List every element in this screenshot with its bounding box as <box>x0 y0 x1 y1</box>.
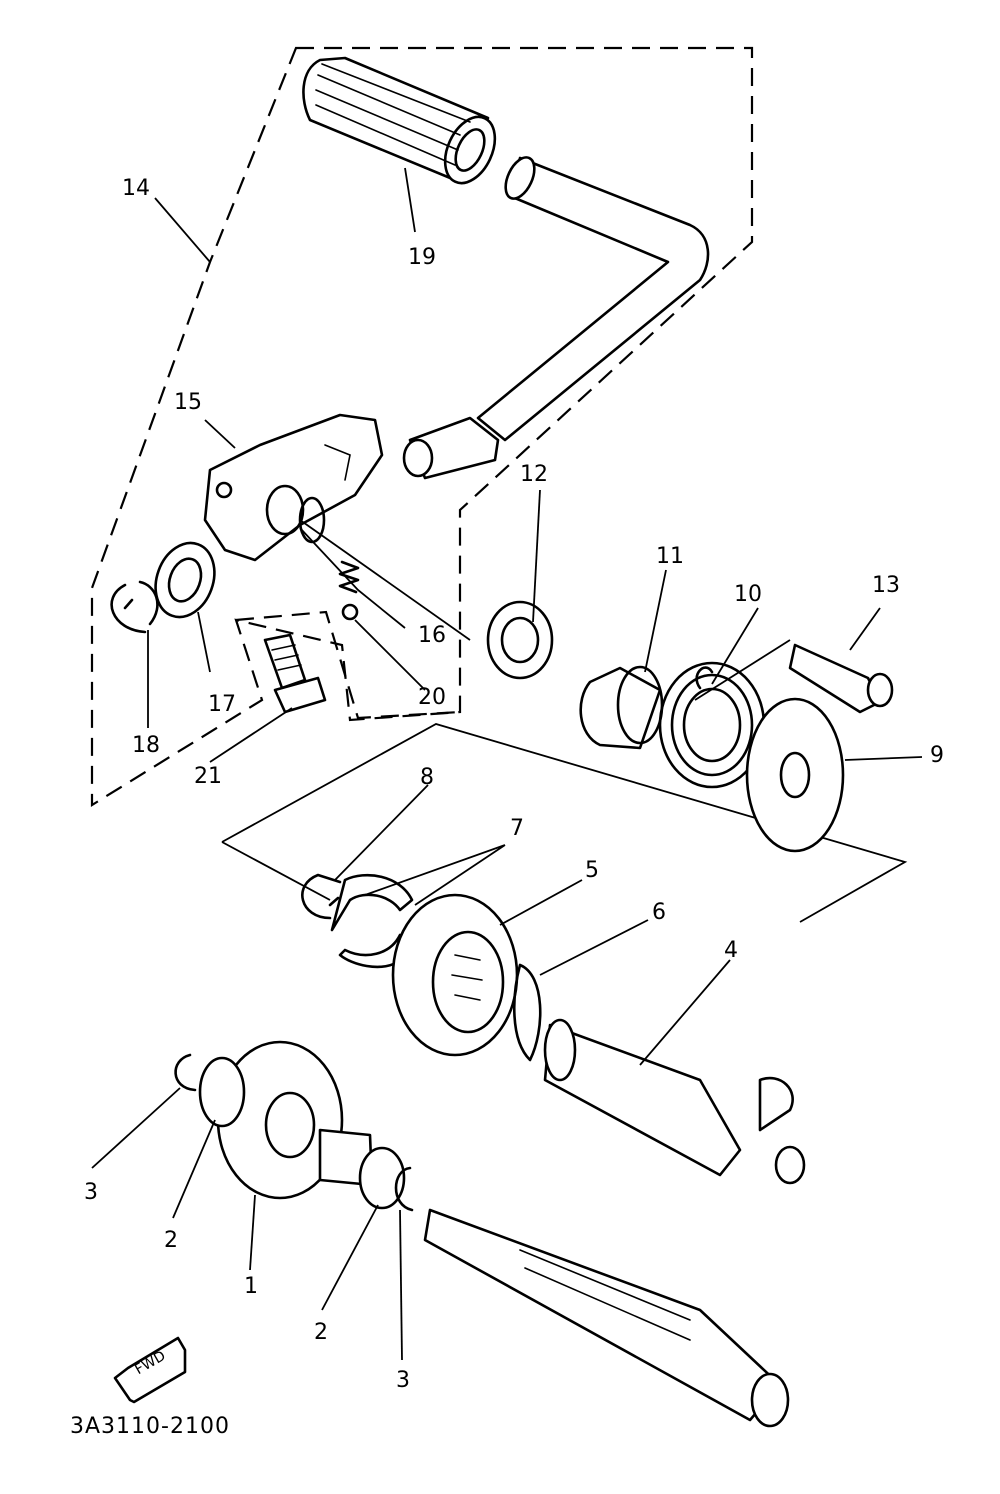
plate-washer-9 <box>745 697 845 853</box>
shaft-4 <box>543 1018 806 1185</box>
leader-lines <box>91 167 923 1361</box>
shaft-13 <box>788 643 894 714</box>
kick-boss-15 <box>203 413 384 562</box>
subassembly-boundary <box>235 610 461 720</box>
circlip-18 <box>110 580 159 634</box>
spring-6 <box>513 963 542 1062</box>
spring-16 <box>338 560 360 594</box>
callout-4: 4 <box>724 938 738 963</box>
callout-9: 9 <box>930 743 944 768</box>
callout-11: 11 <box>656 544 684 569</box>
circlip-8 <box>301 873 342 920</box>
kick-grip-19 <box>302 56 497 185</box>
washer-17 <box>154 541 216 619</box>
callout-15: 15 <box>174 390 202 415</box>
assembly-14-boundary <box>90 46 754 807</box>
gear-1 <box>216 1040 374 1200</box>
callout-20: 20 <box>418 685 446 710</box>
washer-2-left <box>198 1056 246 1128</box>
kick-group-bracket <box>221 723 908 923</box>
clip-7 <box>330 873 414 969</box>
callout-21: 21 <box>194 764 222 789</box>
callout-8: 8 <box>420 765 434 790</box>
callout-10: 10 <box>734 582 762 607</box>
callout-17: 17 <box>208 692 236 717</box>
callout-3-right: 3 <box>396 1368 410 1393</box>
callout-3-left: 3 <box>84 1180 98 1205</box>
main-shaft <box>423 1208 790 1428</box>
bolt-21 <box>263 633 327 714</box>
callout-5: 5 <box>585 858 599 883</box>
washer-2-right <box>358 1146 406 1210</box>
ball-20 <box>341 603 359 621</box>
fwd-arrow-icon <box>113 1336 187 1404</box>
callout-2-right: 2 <box>314 1320 328 1345</box>
bearing-12 <box>486 600 554 680</box>
callout-19: 19 <box>408 245 436 270</box>
part-code: 3A3110-2100 <box>70 1414 230 1439</box>
callout-16: 16 <box>418 623 446 648</box>
callout-13: 13 <box>872 573 900 598</box>
callout-14: 14 <box>122 176 150 201</box>
circlip-3-right <box>394 1166 414 1212</box>
callout-12: 12 <box>520 462 548 487</box>
callout-1: 1 <box>244 1274 258 1299</box>
callout-2-left: 2 <box>164 1228 178 1253</box>
spring-guide-11 <box>579 665 664 750</box>
gear-5 <box>391 893 519 1057</box>
kick-lever-arm <box>402 156 710 480</box>
callout-7: 7 <box>510 816 524 841</box>
circlip-3-left <box>174 1053 197 1092</box>
callout-18: 18 <box>132 733 160 758</box>
callout-6: 6 <box>652 900 666 925</box>
